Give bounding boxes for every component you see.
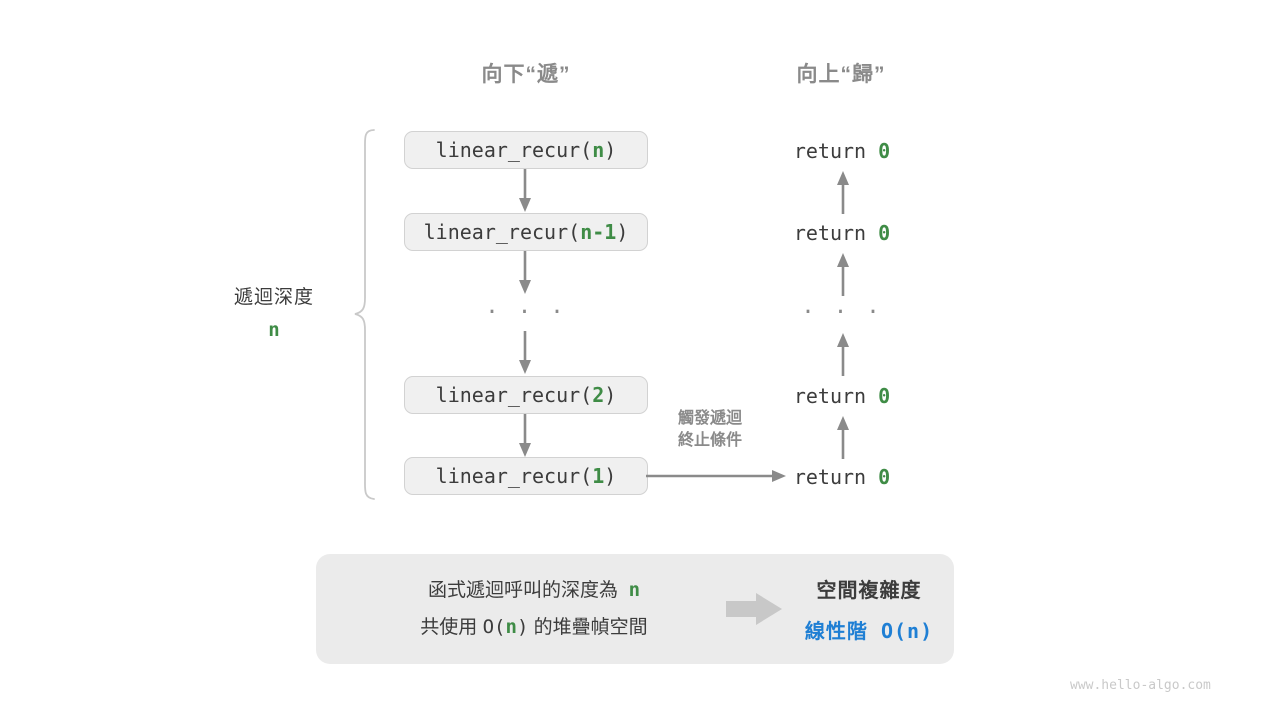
- call-box-3-arg: 1: [592, 464, 605, 488]
- call-box-0-prefix: linear_recur(: [435, 138, 593, 162]
- recursion-depth-value: n: [268, 319, 280, 341]
- summary-right-text: 空間複雜度 線性階 O(n): [798, 574, 954, 644]
- up-arrow-0-icon: [837, 171, 849, 214]
- call-box-1-arg: n-1: [580, 220, 617, 244]
- call-box-1[interactable]: linear_recur(n-1): [404, 213, 648, 251]
- up-arrow-3-icon: [837, 416, 849, 459]
- call-box-3-prefix: linear_recur(: [435, 464, 593, 488]
- summary-complexity-value: 線性階 O(n): [798, 615, 940, 644]
- call-box-1-prefix: linear_recur(: [423, 220, 581, 244]
- return-label-2: return 0: [720, 384, 964, 408]
- trigger-note-line1: 觸發遞迴: [677, 410, 742, 427]
- summary-complexity-heading: 空間複雜度: [816, 580, 922, 602]
- summary-line-2-text-b: 的堆疊幀空間: [533, 617, 648, 638]
- return-keyword-3: return: [793, 465, 867, 489]
- down-arrow-0-icon: [519, 169, 531, 212]
- summary-line-2-bigo-open: O(: [482, 616, 506, 638]
- summary-line-2-n: n: [505, 616, 517, 638]
- call-box-2[interactable]: linear_recur(2): [404, 376, 648, 414]
- call-box-1-suffix: ): [616, 220, 629, 244]
- call-box-2-arg: 2: [592, 383, 605, 407]
- summary-line-1: 函式遞迴呼叫的深度為 n: [350, 572, 718, 609]
- up-arrow-2-icon: [837, 333, 849, 376]
- call-box-3[interactable]: linear_recur(1): [404, 457, 648, 495]
- call-box-0-suffix: ): [604, 138, 617, 162]
- return-value-3: 0: [878, 465, 891, 489]
- summary-left-text: 函式遞迴呼叫的深度為 n 共使用 O(n) 的堆疊幀空間: [316, 572, 718, 646]
- return-value-0: 0: [878, 139, 891, 163]
- down-arrow-3-icon: [519, 414, 531, 457]
- call-box-2-prefix: linear_recur(: [435, 383, 593, 407]
- return-value-1: 0: [878, 221, 891, 245]
- return-ellipsis: · · ·: [801, 300, 883, 325]
- return-keyword-0: return: [793, 139, 867, 163]
- summary-line-1-text: 函式遞迴呼叫的深度為: [427, 579, 618, 601]
- call-box-3-suffix: ): [604, 464, 617, 488]
- return-keyword-2: return: [793, 384, 867, 408]
- return-label-0: return 0: [720, 139, 964, 163]
- summary-line-2-text-a: 共使用: [420, 617, 478, 638]
- summary-line-1-n: n: [628, 578, 641, 601]
- recursion-depth-label: 遞迴深度 n: [186, 282, 362, 341]
- call-box-0-arg: n: [592, 138, 605, 162]
- summary-line-2-bigo-close: ): [516, 616, 529, 638]
- summary-line-2: 共使用 O(n) 的堆疊幀空間: [350, 609, 718, 646]
- recursion-depth-text: 遞迴深度: [233, 287, 314, 308]
- return-label-1: return 0: [720, 221, 964, 245]
- call-box-2-suffix: ): [604, 383, 617, 407]
- watermark: www.hello-algo.com: [1070, 678, 1211, 693]
- base-case-arrow-icon: [646, 470, 786, 482]
- right-arrow-icon: [726, 593, 782, 625]
- down-arrow-1-icon: [519, 251, 531, 294]
- call-box-0[interactable]: linear_recur(n): [404, 131, 648, 169]
- trigger-note-line2: 終止條件: [677, 431, 742, 449]
- summary-complexity-order: 線性階: [804, 621, 868, 643]
- trigger-termination-note: 觸發遞迴 終止條件: [648, 408, 772, 451]
- return-value-2: 0: [878, 384, 891, 408]
- column-header-descend: 向下“遞”: [481, 63, 571, 86]
- return-keyword-1: return: [793, 221, 867, 245]
- up-arrow-1-icon: [837, 253, 849, 296]
- call-stack-ellipsis: · · ·: [485, 300, 567, 325]
- summary-panel: 函式遞迴呼叫的深度為 n 共使用 O(n) 的堆疊幀空間 空間複雜度 線性階 O…: [316, 554, 954, 664]
- column-header-ascend: 向上“歸”: [796, 63, 886, 86]
- return-label-3: return 0: [720, 465, 964, 489]
- summary-implies-arrow: [726, 591, 782, 627]
- down-arrow-2-icon: [519, 331, 531, 374]
- summary-complexity-bigo: O(n): [880, 619, 934, 643]
- recursion-depth-brace: [354, 129, 375, 500]
